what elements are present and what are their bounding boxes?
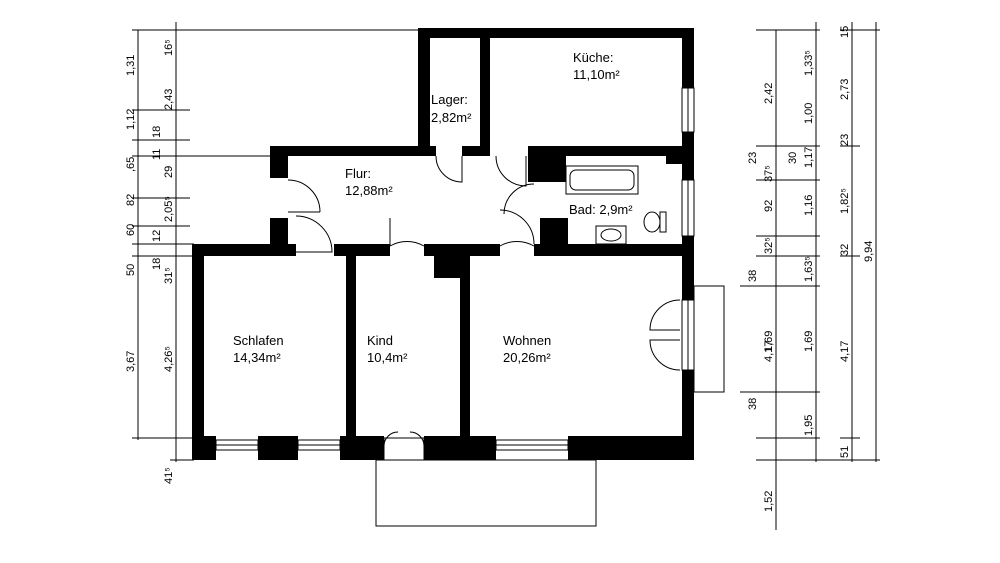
lager-area: 2,82m²: [431, 110, 472, 125]
flur-area: 12,88m²: [345, 183, 393, 198]
balconies: [375, 285, 725, 527]
dim-r2-5: 30: [787, 152, 799, 164]
dim-left-4: 82: [125, 194, 137, 206]
flur-name: Flur:: [345, 166, 371, 181]
kueche-name: Küche:: [573, 50, 613, 65]
dim-left-8: 41⁵: [163, 467, 175, 484]
dim-r2-2: 1,00: [803, 103, 815, 124]
dim-mid-6: 2,05⁵: [163, 196, 175, 222]
dim-r4-3: 23: [839, 134, 851, 146]
doors: [287, 155, 681, 461]
dim-r1-8: 38: [747, 398, 759, 410]
windows: [215, 87, 695, 451]
dim-r1-5: 32⁵: [763, 237, 775, 254]
dimension-chains-right: 2,42 23 37⁵ 92 32⁵ 1,69 38 38 1,52 4,17 …: [740, 22, 880, 530]
kueche-area: 11,10m²: [573, 67, 620, 82]
dim-mid-5: 29: [163, 166, 175, 178]
dim-left-6: 50: [125, 264, 137, 276]
dim-r1-3: 37⁵: [763, 165, 775, 182]
dim-r4-7: 51: [839, 446, 851, 458]
dim-r1-1: 2,42: [763, 83, 775, 104]
wohnen-name: Wohnen: [503, 333, 551, 348]
dim-r1-2: 23: [747, 152, 759, 164]
dim-left-1: 1,31: [125, 55, 137, 76]
dim-r4-1: 15: [839, 26, 851, 38]
dim-left-2: 1,12: [125, 109, 137, 130]
bad-label: Bad: 2,9m²: [569, 202, 633, 217]
dim-r4-5: 32: [839, 244, 851, 256]
dim-mid-7: 12: [151, 230, 163, 242]
wohnen-area: 20,26m²: [503, 350, 551, 365]
dim-mid-8: 18: [151, 258, 163, 270]
dimension-chains-left: 1,31 1,12 ,65 82 60 50 3,67 41⁵ 16⁵ 2,43…: [125, 22, 420, 484]
dim-r4-4: 1,82⁵: [839, 188, 851, 214]
dim-r1-10: 4,17: [763, 341, 775, 362]
kind-area: 10,4m²: [367, 350, 408, 365]
dim-mid-9: 31⁵: [163, 267, 175, 284]
dim-r2-3: 1,17: [803, 147, 815, 168]
dim-r2-6: 1,63⁵: [803, 256, 815, 282]
dim-r4-6: 4,17: [839, 341, 851, 362]
dim-left-3: ,65: [125, 157, 137, 172]
schlafen-area: 14,34m²: [233, 350, 281, 365]
dim-r1-6: 1,69: [763, 331, 775, 352]
dim-r2-4: 1,16: [803, 195, 815, 216]
dim-r2-8: 1,95: [803, 415, 815, 436]
dim-mid-1: 16⁵: [163, 39, 175, 56]
lager-name: Lager:: [431, 92, 468, 107]
dim-mid-2: 2,43: [163, 89, 175, 110]
kind-name: Kind: [367, 333, 393, 348]
dim-r5-1: 9,94: [863, 241, 875, 262]
room-labels: Küche: 11,10m² Lager: 2,82m² Flur: 12,88…: [233, 50, 633, 365]
bathroom-fixtures: [565, 165, 667, 245]
dim-left-7: 3,67: [125, 351, 137, 372]
dim-mid-4: 11: [151, 149, 163, 160]
dim-r1-4: 92: [763, 200, 775, 212]
dim-r1-7: 38: [747, 270, 759, 282]
dim-r2-7: 1,69: [803, 331, 815, 352]
walls: [192, 28, 694, 460]
dim-mid-10: 4,26⁵: [163, 346, 175, 372]
dim-left-5: 60: [125, 224, 137, 236]
dim-r4-2: 2,73: [839, 79, 851, 100]
schlafen-name: Schlafen: [233, 333, 284, 348]
dim-r1-9: 1,52: [763, 491, 775, 512]
dim-r2-1: 1,33⁵: [803, 50, 815, 76]
dim-mid-3: 18: [151, 126, 163, 138]
